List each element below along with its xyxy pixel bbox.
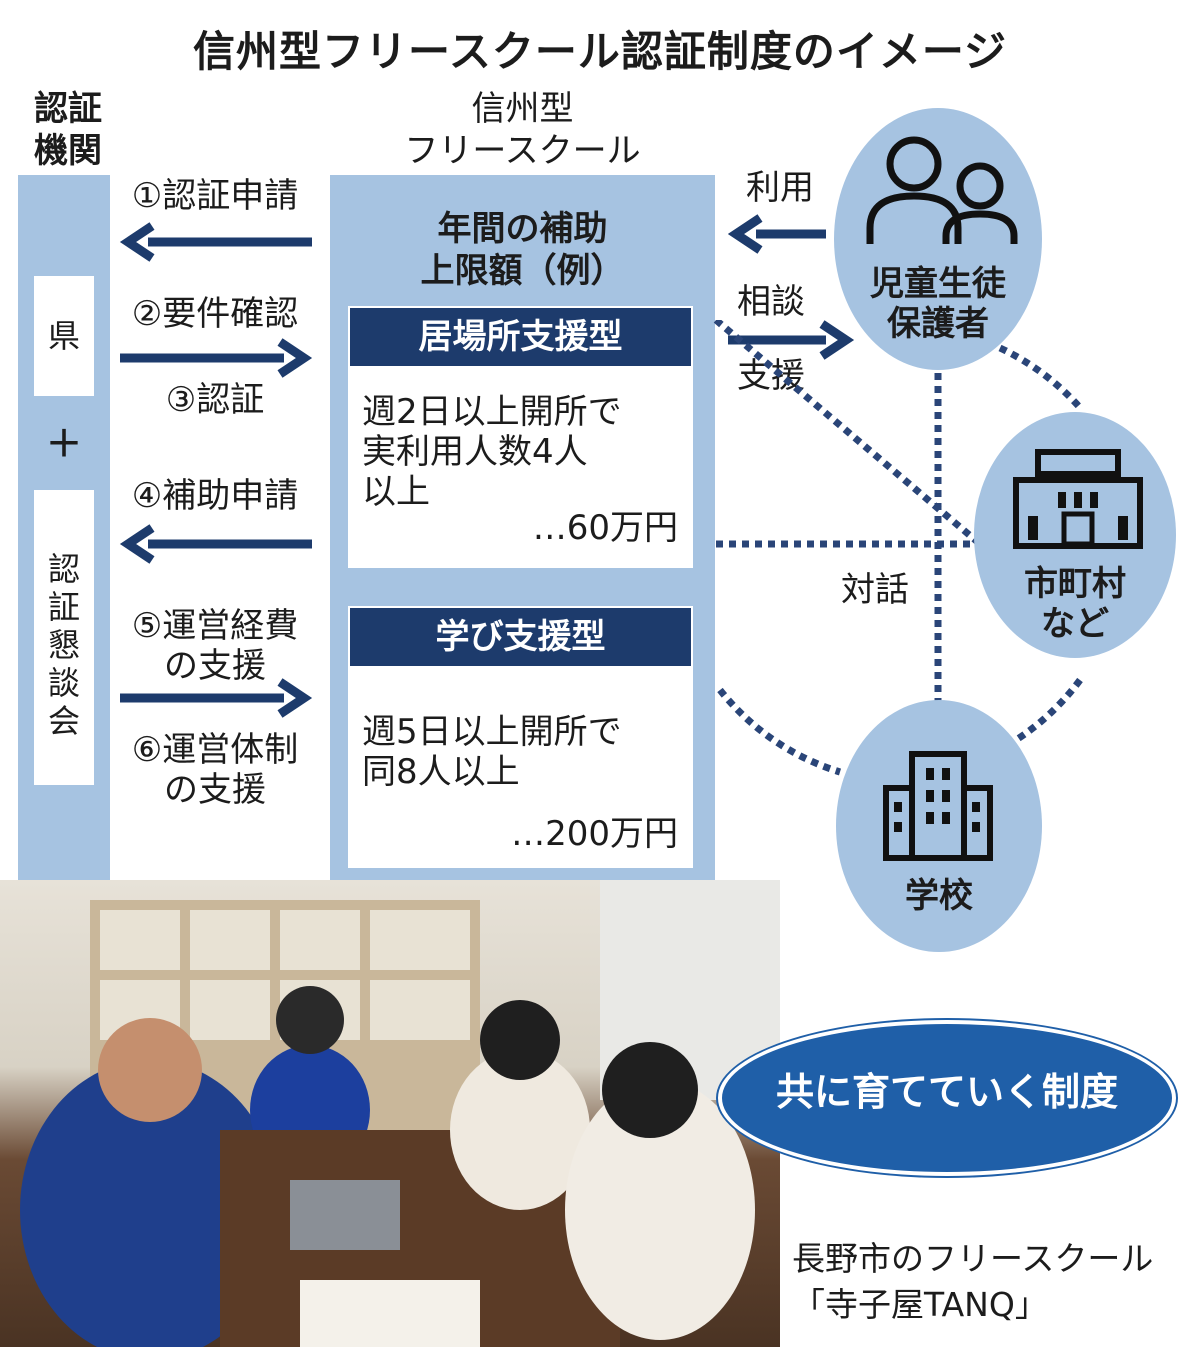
arrow-left-icon	[119, 524, 312, 564]
step-1-label: ①認証申請	[131, 176, 299, 216]
diagram-title: 信州型フリースクール認証制度のイメージ	[192, 27, 1008, 76]
plus-sign: ＋	[45, 424, 82, 465]
free-school-photo	[0, 880, 780, 1347]
arrow-left-icon	[728, 214, 826, 254]
condition-line: 週5日以上開所で	[362, 712, 622, 752]
dialogue-network	[713, 320, 1085, 776]
council-char: 談	[47, 664, 80, 702]
caption-line: 「寺子屋TANQ」	[792, 1285, 1048, 1324]
type1-label: 居場所支援型	[350, 308, 691, 366]
use-label: 利用	[746, 168, 814, 208]
caption-line: 長野市のフリースクール	[792, 1239, 1154, 1278]
dialogue-label: 対話	[841, 570, 909, 610]
photo-caption: 長野市のフリースクール 「寺子屋TANQ」	[792, 1236, 1153, 1328]
type1-conditions: 週2日以上開所で 実利用人数4人 以上	[362, 392, 682, 512]
prefecture-box: 県	[34, 276, 94, 396]
school-circle	[836, 700, 1042, 952]
condition-line: 同8人以上	[362, 752, 520, 792]
condition-line: 実利用人数4人	[362, 432, 588, 472]
arrow-right-icon	[120, 338, 313, 378]
prefecture-label: 県	[47, 317, 80, 355]
heading-line: 信州型	[471, 89, 574, 129]
step-2-label: ②要件確認	[131, 294, 299, 334]
students-line: 保護者	[887, 304, 989, 344]
arrow-left-icon	[119, 222, 312, 262]
step-3-label: ③認証	[165, 380, 265, 420]
type2-conditions: 週5日以上開所で 同8人以上	[362, 712, 682, 792]
municipality-label: 市町村 など	[974, 564, 1176, 644]
council-char: 懇	[47, 626, 80, 664]
step-4-label: ④補助申請	[131, 476, 299, 516]
council-char: 認	[47, 550, 80, 588]
step-5-line: ⑤運営経費	[131, 606, 299, 646]
condition-line: 週2日以上開所で	[362, 392, 622, 432]
council-char: 証	[47, 588, 80, 626]
heading-line: 認証	[34, 89, 102, 129]
photo-illustration	[20, 880, 780, 1347]
people-icon	[866, 136, 1018, 244]
step-6-label: ⑥運営体制 の支援	[115, 730, 315, 810]
step-5-line: の支援	[164, 646, 266, 686]
students-line: 児童生徒	[870, 264, 1006, 304]
step-6-line: ⑥運営体制	[131, 730, 299, 770]
slogan-text: 共に育てていく制度	[775, 1070, 1118, 1114]
school-label: 学校	[905, 876, 973, 916]
school-icon	[883, 751, 993, 861]
subsidy-heading-line: 上限額（例）	[420, 251, 625, 291]
municipality-line: など	[1041, 604, 1109, 644]
consult-label: 相談	[737, 282, 805, 322]
condition-line: 以上	[362, 472, 430, 512]
heading-line: フリースクール	[404, 131, 641, 171]
students-label: 児童生徒 保護者	[834, 264, 1042, 344]
step-5-label: ⑤運営経費 の支援	[115, 606, 315, 686]
subsidy-heading-line: 年間の補助	[437, 209, 608, 249]
slogan-ellipse	[718, 1020, 1176, 1176]
arrow-right-icon	[120, 678, 313, 718]
arrow-right-icon	[728, 320, 855, 360]
type1-amount: …60万円	[532, 508, 678, 548]
council-char: 会	[47, 702, 80, 740]
type2-amount: …200万円	[511, 814, 678, 854]
certification-council-box: 認 証 懇 談 会	[34, 490, 94, 785]
type2-label: 学び支援型	[350, 608, 691, 666]
building-icon	[1013, 449, 1143, 549]
heading-line: 機関	[34, 131, 102, 171]
free-school-heading: 信州型 フリースクール	[330, 88, 715, 172]
subsidy-heading: 年間の補助 上限額（例）	[330, 208, 715, 292]
municipality-line: 市町村	[1024, 564, 1126, 604]
certification-body-heading: 認証 機関	[18, 88, 118, 172]
step-6-line: の支援	[164, 770, 266, 810]
